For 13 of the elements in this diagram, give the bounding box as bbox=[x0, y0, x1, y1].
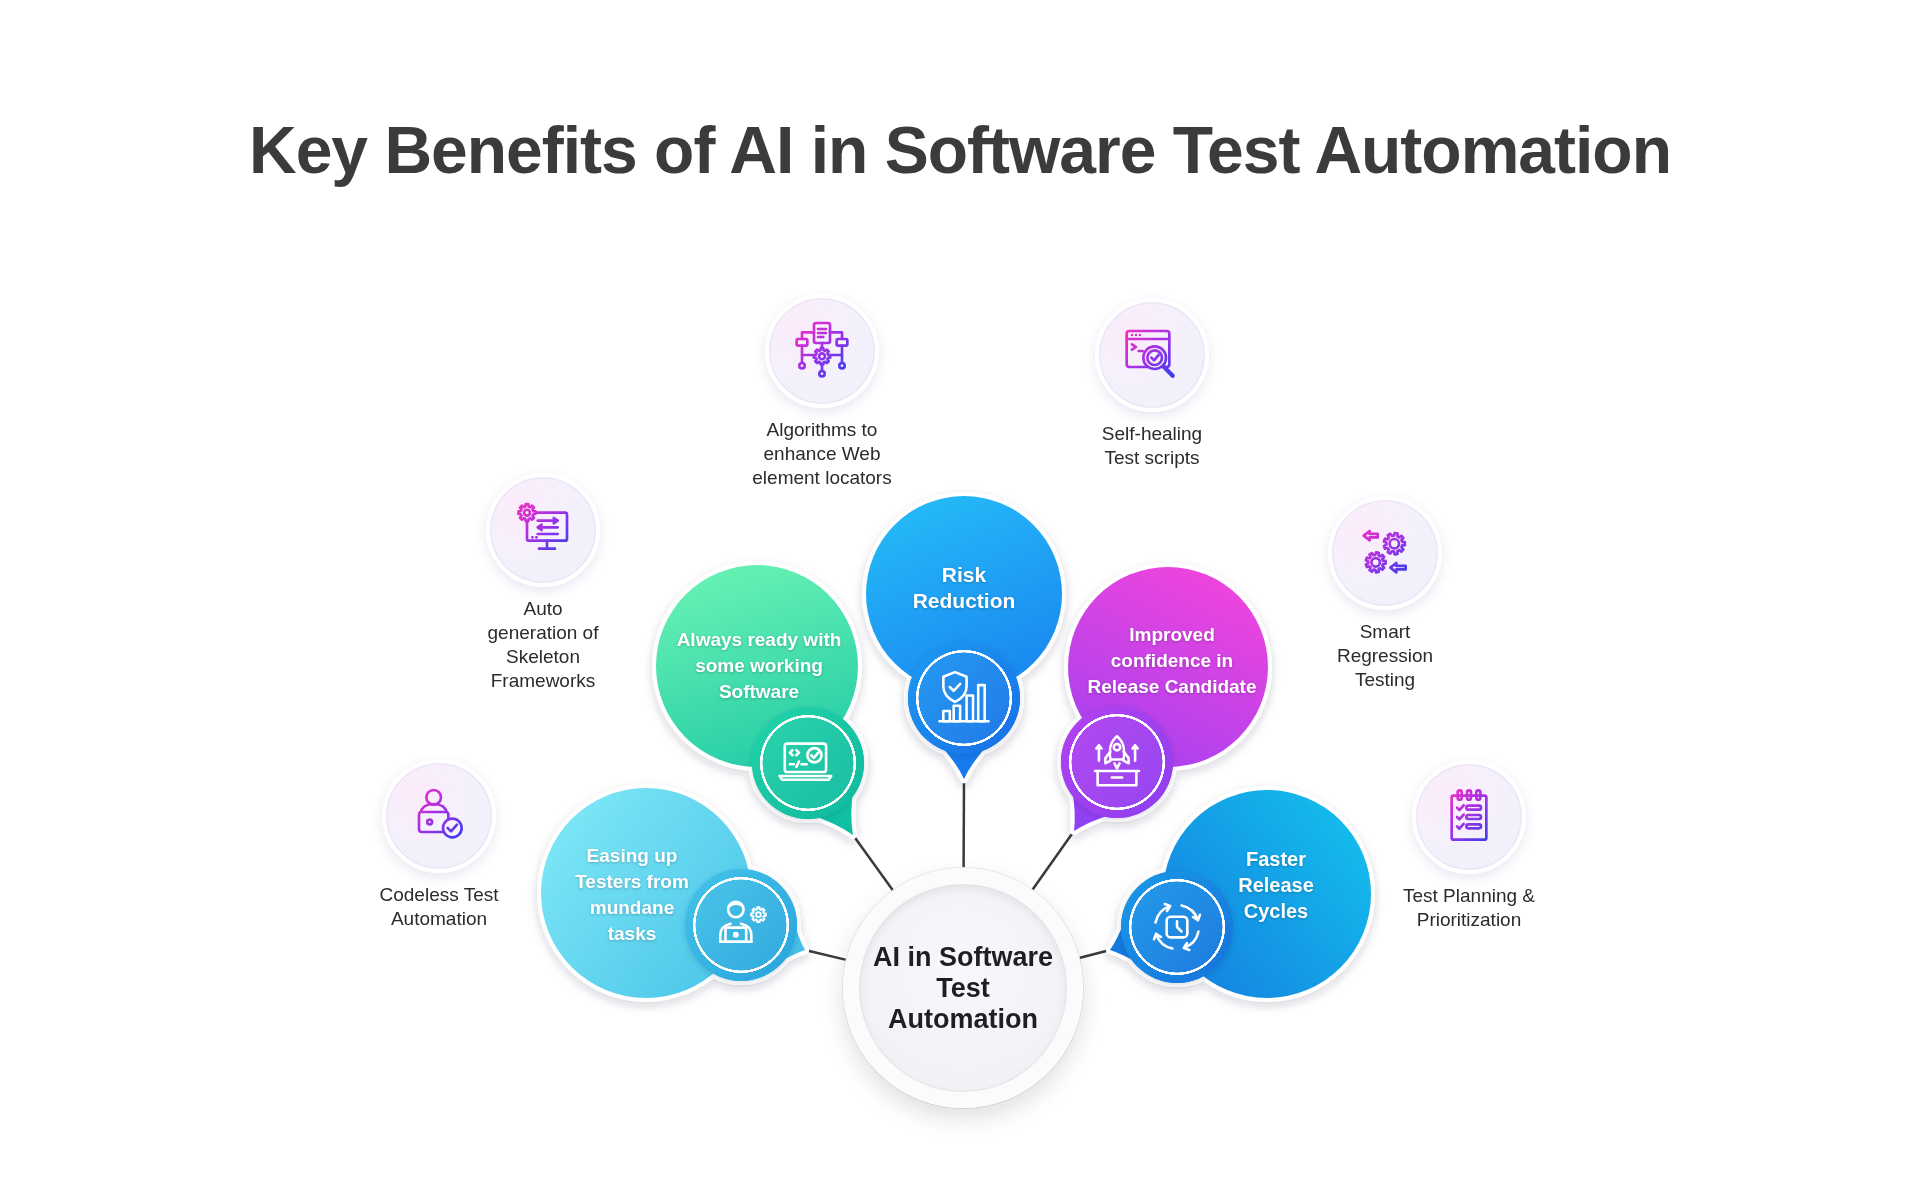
bubble-text: Easing up Testers from mundane tasks bbox=[574, 844, 690, 946]
benefit-label: Test Planning & Prioritization bbox=[1402, 884, 1536, 932]
benefit-label: Auto generation of Skeleton Frameworks bbox=[486, 597, 600, 693]
benefit-label: Smart Regression Testing bbox=[1335, 620, 1435, 692]
bubble-text: Risk Reduction bbox=[911, 562, 1017, 614]
hub-text: AI in Software Test Automation bbox=[872, 941, 1054, 1035]
benefit-label: Codeless Test Automation bbox=[378, 883, 500, 931]
bubble-text: Faster Release Cycles bbox=[1237, 847, 1315, 924]
benefit-label: Self-healing Test scripts bbox=[1100, 422, 1204, 470]
benefit-label: Algorithms to enhance Web element locators bbox=[751, 418, 893, 490]
bubble-text: Improved confidence in Release Candidate bbox=[1086, 623, 1258, 699]
bubble-text: Always ready with some working Software bbox=[675, 628, 843, 704]
diagram-title: Key Benefits of AI in Software Test Automation bbox=[249, 112, 1671, 189]
